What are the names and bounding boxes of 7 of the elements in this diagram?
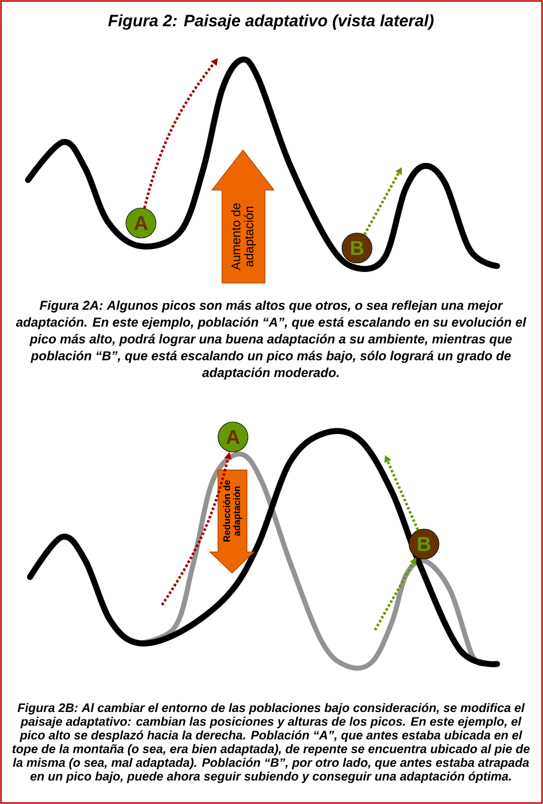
- population-ball: B: [408, 528, 440, 560]
- title: Figura 2: Paisaje adaptativo (vista lateral): [108, 14, 434, 30]
- population-ball: B: [342, 232, 372, 264]
- population-ball: A: [126, 208, 156, 238]
- population-ball: A: [218, 422, 248, 452]
- figure-caption: Figura 2A: Algunos picos son más altos que otros, o sea reflejan una mejor adaptación. En este ejemplo, población “A”, que está escalando en su evolución el pico más alto, podrá lograr una buena adaptación a su ambiente, mientras que población “B”, que está escalando un pico más bajo, sólo logrará un grado de adaptación moderado.: [16, 300, 526, 380]
- figure-caption: Figura 2B: Al cambiar el entorno de las poblaciones bajo consideración, se modifica el paisaje adaptativo: cambian las posiciones y alturas de los picos. En este ejemplo, el pico alto se desplazó hacia la derecha. Población “A”, que antes estaba ubicada en el tope de la montaña (o sea, era bien adaptada), de repente se encuentra ubicado al pie de la misma (o sea, mal adaptada). Población “B”, por otro lado, que antes estaba atrapada en un pico bajo, puede ahora seguir subiendo y conseguir una adaptación óptima.: [12, 702, 530, 784]
